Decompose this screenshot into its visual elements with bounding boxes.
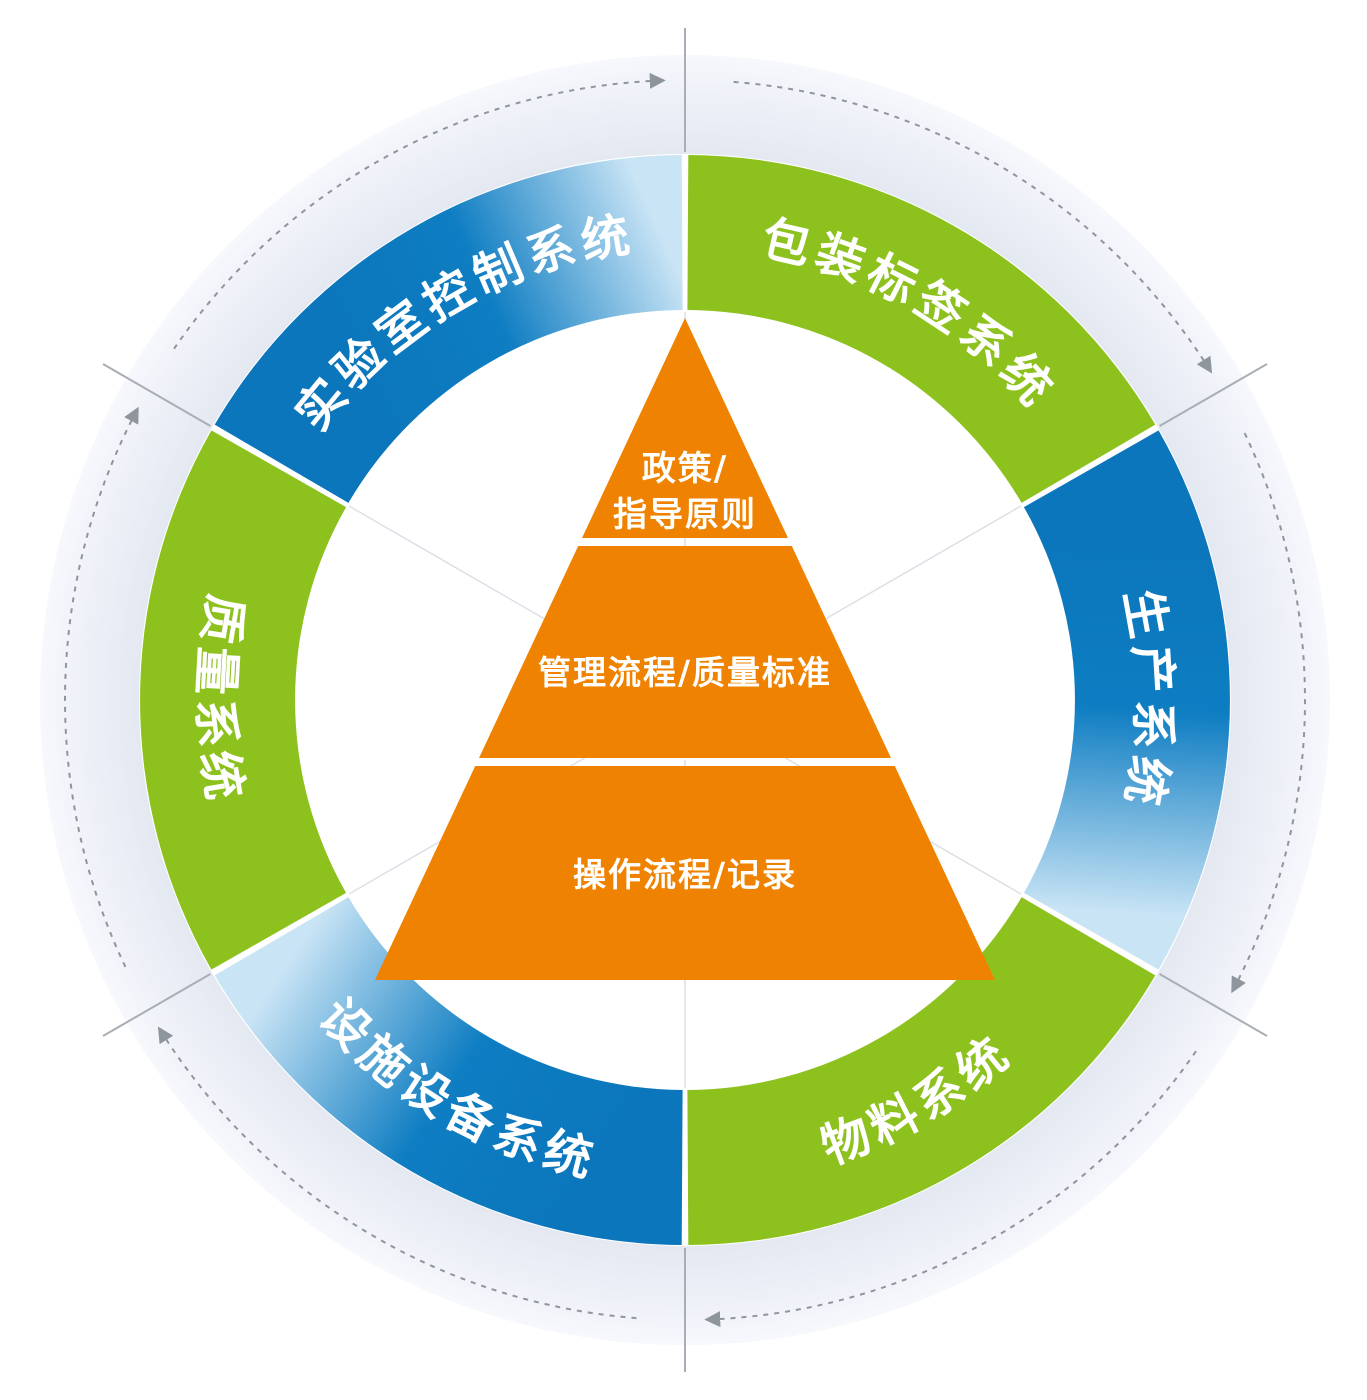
ring-segment-packaging-labeling	[687, 155, 1156, 503]
segment-boundary-lines	[102, 28, 1268, 1372]
ring-segment-facilities-equipment	[214, 897, 683, 1245]
flow-arrow-arc	[733, 80, 1213, 374]
pyramid-level-operation-records	[375, 766, 995, 980]
flow-arrow-arc	[704, 1050, 1197, 1328]
ring-segment-materials	[687, 897, 1156, 1245]
system-ring	[140, 155, 1230, 1245]
boundary-line	[1159, 363, 1268, 427]
flow-arrow-circle	[64, 72, 1306, 1328]
ring-segment-lab-control	[214, 155, 683, 503]
pyramid-level-policy-principles	[582, 318, 788, 538]
ring-segment-quality	[140, 430, 347, 970]
flow-arrow-arc	[173, 72, 666, 350]
flow-arrow-arc	[64, 406, 139, 968]
ring-segment-production	[1023, 430, 1230, 970]
boundary-line	[102, 363, 211, 427]
flow-arrow-arc	[1231, 432, 1306, 994]
boundary-line	[102, 973, 211, 1037]
pyramid-level-management-quality	[479, 546, 891, 758]
flow-arrow-arc	[157, 1026, 637, 1320]
pyramid-label-policy-principles: 政策/指导原则	[613, 449, 757, 535]
boundary-line	[1159, 973, 1268, 1037]
pyramid-label-operation-records: 操作流程/记录	[573, 855, 797, 894]
pyramid-label-management-quality: 管理流程/质量标准	[538, 653, 832, 692]
